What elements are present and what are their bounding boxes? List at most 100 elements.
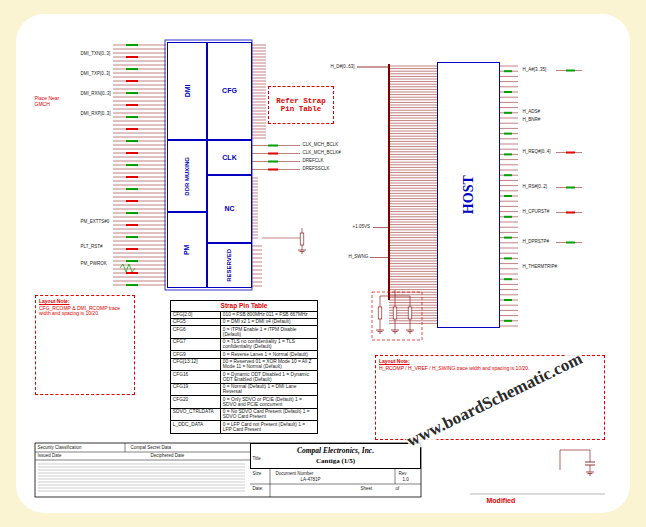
- table-rule: [125, 443, 126, 452]
- wire: [113, 65, 166, 66]
- net-stub: [126, 200, 138, 202]
- wire: [389, 73, 437, 74]
- net-stub: [268, 169, 278, 171]
- wire: [389, 112, 437, 113]
- signal-name: H_RS#[0..2]: [522, 185, 548, 190]
- node-label: HOST: [461, 176, 476, 215]
- wire: [389, 263, 437, 264]
- wire: [389, 66, 437, 67]
- wire: [500, 128, 518, 129]
- wire: [389, 227, 437, 228]
- wire: [113, 161, 166, 162]
- wire: [113, 257, 166, 258]
- wire: [500, 201, 518, 202]
- wire: [389, 196, 437, 197]
- wire: [389, 232, 437, 233]
- wire: [500, 300, 518, 301]
- net-stub: [126, 68, 138, 70]
- wire: [252, 111, 266, 112]
- wire: [252, 211, 258, 212]
- wire: [500, 97, 518, 98]
- wire: [113, 153, 166, 154]
- wire: [113, 69, 166, 70]
- table-rule: [35, 452, 250, 453]
- table-cell: CFG[13:12]: [171, 358, 221, 371]
- wire: [389, 320, 437, 321]
- net-stub: [504, 70, 512, 72]
- node-label: CFG: [222, 87, 237, 95]
- net-stub: [566, 242, 575, 244]
- wire: [389, 193, 437, 194]
- wire: [252, 181, 258, 182]
- net-stub: [126, 128, 138, 130]
- net-stub: [566, 70, 575, 72]
- wire: [113, 261, 166, 262]
- net-stub: [126, 104, 138, 106]
- wire: [389, 287, 437, 288]
- wire: [389, 198, 437, 199]
- wire: [113, 173, 166, 174]
- wire: [389, 94, 437, 95]
- wire: [500, 216, 518, 217]
- wire: [389, 289, 437, 290]
- wire: [389, 138, 437, 139]
- wire: [252, 66, 266, 67]
- wire: [113, 157, 166, 158]
- wire: [500, 76, 518, 77]
- wire: [113, 141, 166, 142]
- wire: [389, 136, 437, 137]
- net-stub: [126, 116, 138, 118]
- net-stub: [126, 248, 138, 250]
- wire: [389, 222, 437, 223]
- wire: [389, 185, 437, 186]
- wire: [252, 102, 266, 103]
- title-block-text: Sheet: [360, 487, 373, 492]
- net-stub: [504, 216, 512, 218]
- wire: [113, 89, 166, 90]
- wire: [252, 96, 266, 97]
- wire: [389, 281, 437, 282]
- wire: [113, 217, 166, 218]
- signal-name: DREFSSCLK: [302, 167, 330, 172]
- wire: [389, 271, 437, 272]
- chip-section: NC: [207, 175, 252, 243]
- net-stub: [504, 320, 512, 322]
- wire: [113, 77, 166, 78]
- wire: [252, 99, 266, 100]
- wire: [500, 326, 518, 327]
- table-cell: CFG9: [171, 350, 221, 357]
- wire: [389, 266, 437, 267]
- wire: [389, 76, 437, 77]
- wire: [389, 84, 437, 85]
- net-stub: [504, 195, 512, 197]
- table-cell: CFG7: [171, 338, 221, 351]
- wire: [252, 270, 262, 271]
- chip-section: CFG: [207, 42, 252, 140]
- wire: [252, 266, 262, 267]
- title-block-text: Compal Secret Data: [130, 446, 172, 451]
- wire: [252, 254, 262, 255]
- layout-zone: [372, 292, 422, 340]
- wire: [252, 214, 258, 215]
- wire: [113, 49, 166, 50]
- fine-print: [38, 479, 245, 480]
- net-stub: [268, 153, 278, 155]
- fine-print: [38, 482, 245, 483]
- net-stub: [126, 92, 138, 94]
- signal-name: DMI_RXN[0..3]: [80, 92, 111, 97]
- wire: [113, 237, 166, 238]
- wire: [389, 250, 437, 251]
- wire: [113, 73, 166, 74]
- wire: [389, 89, 437, 90]
- wire: [113, 285, 166, 286]
- wire: [113, 101, 166, 102]
- fine-print: [38, 470, 245, 471]
- signal-name: H_CPURST#: [522, 210, 550, 215]
- wire: [389, 146, 437, 147]
- title-block-text: 1.0: [402, 478, 409, 483]
- wire: [389, 118, 437, 119]
- wire: [252, 129, 266, 130]
- wire: [389, 253, 437, 254]
- wire: [389, 211, 437, 212]
- fine-print: [38, 464, 245, 465]
